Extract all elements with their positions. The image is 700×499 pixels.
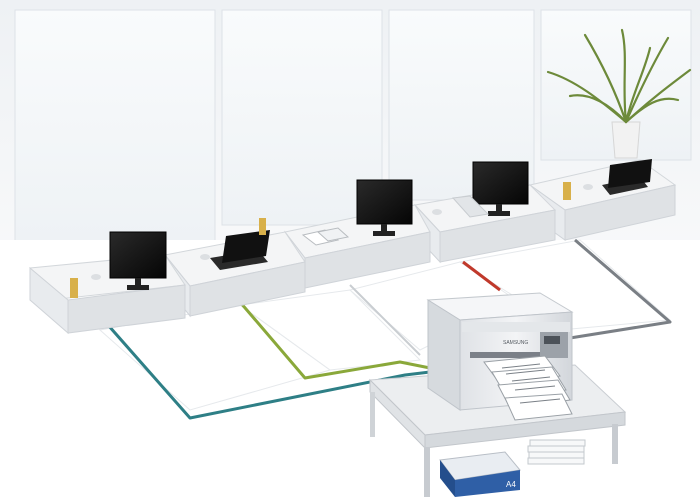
cable-teal bbox=[106, 324, 431, 420]
table-leg-back-left bbox=[370, 392, 375, 437]
printer-display bbox=[544, 336, 560, 344]
desk-1 bbox=[29, 231, 186, 335]
printer-output-slot bbox=[470, 352, 540, 358]
monitor-4 bbox=[472, 161, 529, 216]
papers-3 bbox=[301, 227, 350, 246]
laptop-5 bbox=[602, 159, 652, 195]
printed-lines bbox=[501, 363, 561, 404]
pencil-cup-1 bbox=[70, 278, 78, 298]
cable-gray bbox=[569, 238, 672, 340]
mouse-1 bbox=[91, 274, 101, 280]
laptop-2 bbox=[210, 230, 270, 270]
potted-plant bbox=[546, 28, 692, 159]
monitor-1 bbox=[109, 231, 167, 290]
paper-stack bbox=[527, 439, 586, 465]
cable-green bbox=[238, 301, 431, 380]
table-leg-front-right bbox=[612, 424, 618, 464]
monitor-3 bbox=[356, 179, 413, 236]
keyboard-4 bbox=[451, 195, 490, 218]
network-cables bbox=[106, 238, 672, 420]
window-pane-1 bbox=[14, 9, 216, 243]
paper-box: A4 bbox=[439, 451, 521, 497]
paper-box-label: A4 bbox=[506, 480, 516, 489]
background-wall bbox=[0, 0, 700, 260]
desk-4 bbox=[414, 161, 557, 264]
printer-scanner-lid bbox=[462, 322, 570, 332]
pencil-cup-5 bbox=[563, 182, 571, 200]
printer-control-panel bbox=[540, 332, 568, 358]
mouse-2 bbox=[200, 254, 210, 260]
window-pane-2 bbox=[221, 9, 383, 226]
mouse-4 bbox=[432, 209, 442, 215]
pencil-cup-2 bbox=[259, 218, 266, 235]
table-leg-front-left bbox=[424, 447, 430, 497]
mouse-5 bbox=[583, 184, 593, 190]
printer-brand-label: SAMSUNG bbox=[503, 340, 528, 346]
printed-pages bbox=[483, 355, 573, 421]
cable-gray-back bbox=[349, 284, 421, 356]
cable-red bbox=[462, 260, 501, 292]
multifunction-printer: SAMSUNG bbox=[426, 292, 574, 421]
